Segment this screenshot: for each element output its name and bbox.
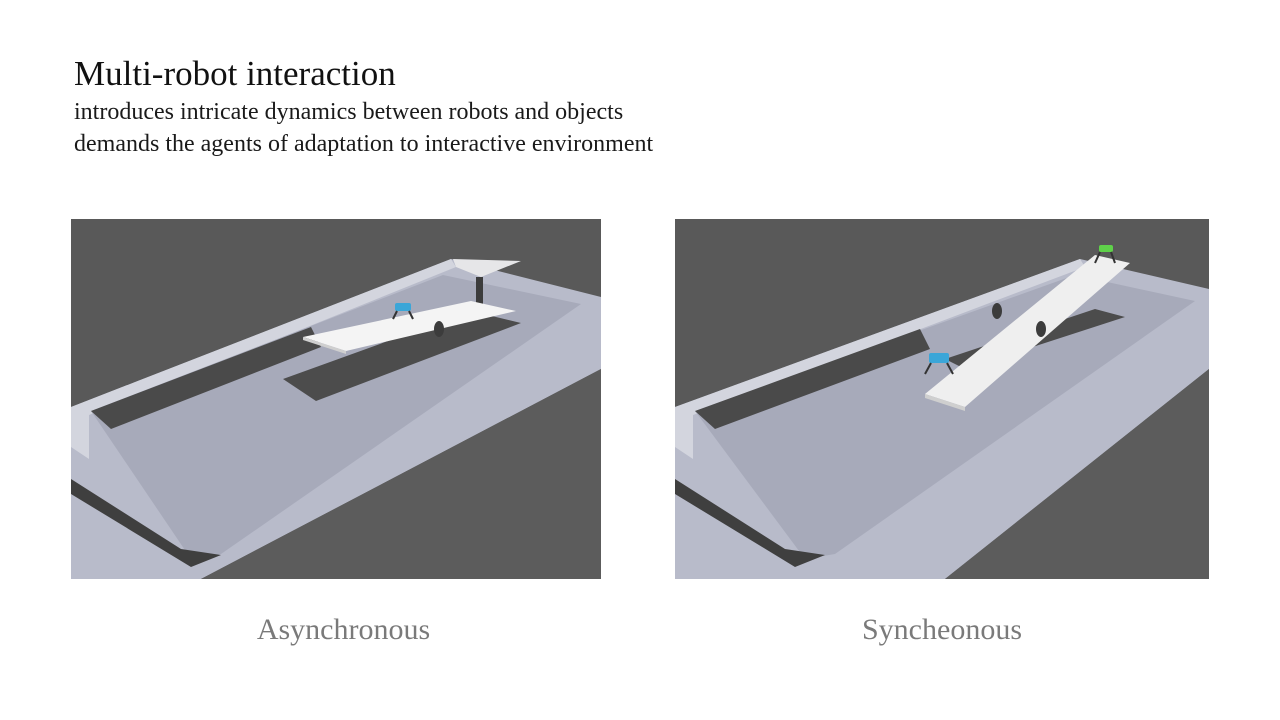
floor-shadow <box>945 369 1209 579</box>
back-platform <box>453 259 521 277</box>
robot-leg <box>1110 251 1116 264</box>
robot-leg <box>408 310 414 320</box>
blue-robot <box>929 353 949 363</box>
pit-center <box>283 311 521 401</box>
robot-leg <box>392 310 398 320</box>
inner-floor <box>695 275 1195 559</box>
floor-shadow <box>201 369 601 579</box>
robot-leg <box>1094 251 1101 264</box>
front-wall <box>675 449 825 567</box>
caption-asynchronous: Asynchronous <box>256 613 431 646</box>
asynchronous-scene <box>71 219 601 579</box>
ramp-plank <box>925 255 1130 407</box>
pit-left <box>91 327 321 429</box>
pivot-wheel <box>1036 321 1046 337</box>
seesaw-plank <box>303 301 516 351</box>
pivot-wheel <box>992 303 1002 319</box>
robot-leg <box>946 362 954 375</box>
rim-edge <box>675 259 1085 459</box>
caption-synchronous: Syncheonous <box>862 613 1022 646</box>
blue-robot <box>395 303 411 311</box>
pivot-wheel <box>434 321 444 337</box>
pit-left <box>695 329 930 429</box>
green-robot <box>1099 245 1113 252</box>
ramp-edge <box>925 394 965 411</box>
robot-leg <box>924 362 932 375</box>
asynchronous-simulation-image <box>71 219 601 579</box>
subtitle-line-1: introduces intricate dynamics between ro… <box>74 99 624 125</box>
synchronous-scene <box>675 219 1209 579</box>
subtitle-line-2: demands the agents of adaptation to inte… <box>74 131 654 157</box>
slide-title: Multi-robot interaction <box>74 54 396 93</box>
plank-edge <box>303 337 346 354</box>
synchronous-simulation-image <box>675 219 1209 579</box>
front-wall <box>71 449 221 567</box>
rim-edge <box>71 259 456 459</box>
